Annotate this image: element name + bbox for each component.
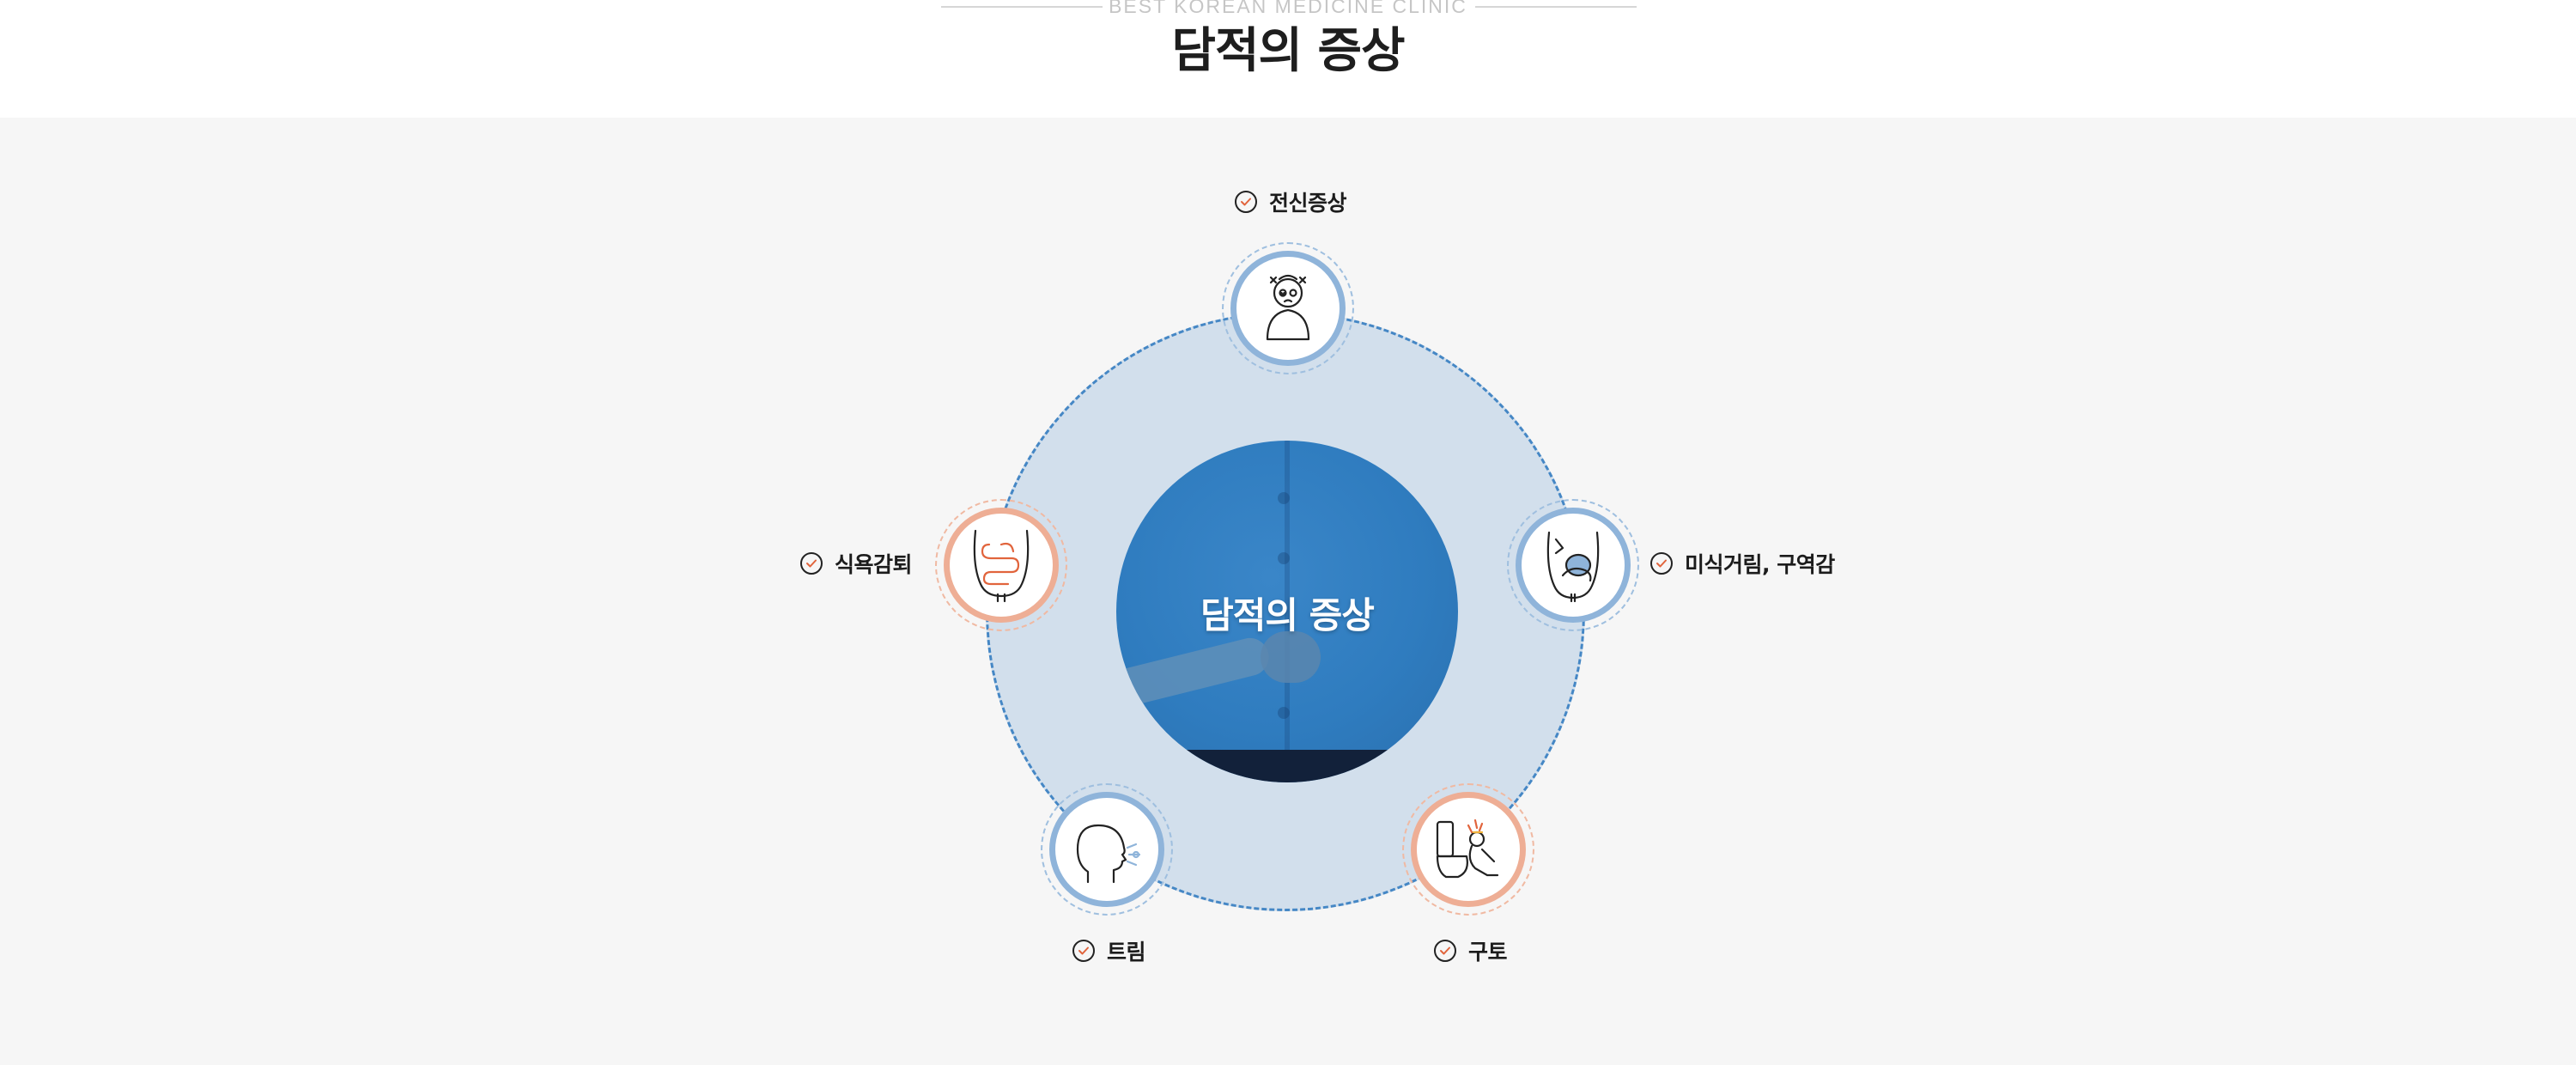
section-header: BEST KOREAN MEDICINE CLINIC 담적의 증상 bbox=[0, 0, 2576, 118]
check-icon bbox=[800, 552, 823, 575]
symptom-label-text: 구토 bbox=[1468, 940, 1508, 965]
symptom-node-burp bbox=[1041, 783, 1173, 916]
node-outer-ring bbox=[1507, 499, 1639, 631]
symptom-label-text: 식욕감퇴 bbox=[835, 552, 913, 577]
check-icon bbox=[1650, 552, 1673, 575]
hand-shape bbox=[1261, 631, 1321, 683]
pants-shape bbox=[1116, 750, 1458, 782]
node-outer-ring bbox=[1222, 242, 1354, 374]
stomach-pain-icon bbox=[1546, 531, 1600, 603]
node-outer-ring bbox=[1402, 783, 1534, 916]
intestine-icon bbox=[973, 529, 1030, 603]
check-icon bbox=[1072, 940, 1095, 962]
eyebrow-divider-right bbox=[1475, 6, 1637, 8]
check-icon bbox=[1434, 940, 1456, 962]
center-photo: 담적의 증상 bbox=[1116, 441, 1458, 782]
shirt-button bbox=[1278, 552, 1290, 564]
node-inner-circle bbox=[1411, 792, 1526, 907]
eyebrow-divider-left bbox=[941, 6, 1103, 8]
symptom-node-appetite bbox=[935, 499, 1067, 631]
check-icon bbox=[1235, 191, 1257, 213]
node-inner-circle bbox=[1049, 792, 1164, 907]
center-label: 담적의 증상 bbox=[1200, 594, 1375, 636]
arm-shape bbox=[1116, 634, 1273, 715]
shirt-button bbox=[1278, 707, 1290, 719]
symptom-label-nausea: 미식거림, 구역감 bbox=[1650, 549, 1835, 578]
symptom-node-general bbox=[1222, 242, 1354, 374]
symptom-label-burp: 트림 bbox=[1072, 936, 1146, 965]
node-outer-ring bbox=[1041, 783, 1173, 916]
symptom-label-appetite: 식욕감퇴 bbox=[800, 549, 913, 578]
shirt-button bbox=[1278, 492, 1290, 504]
burping-face-icon bbox=[1076, 824, 1141, 884]
node-inner-circle bbox=[1230, 251, 1346, 366]
symptom-node-vomit bbox=[1402, 783, 1534, 916]
page-title: 담적의 증상 bbox=[1171, 23, 1405, 79]
symptom-label-text: 전신증상 bbox=[1269, 191, 1347, 216]
eyebrow-row: BEST KOREAN MEDICINE CLINIC bbox=[0, 0, 2576, 17]
symptom-label-text: 트림 bbox=[1107, 940, 1146, 965]
symptom-node-nausea bbox=[1507, 499, 1639, 631]
node-inner-circle bbox=[944, 508, 1059, 623]
symptom-label-general: 전신증상 bbox=[1235, 187, 1347, 216]
node-outer-ring bbox=[935, 499, 1067, 631]
dizzy-person-icon bbox=[1266, 274, 1310, 341]
symptom-label-vomit: 구토 bbox=[1434, 936, 1508, 965]
symptom-label-text: 미식거림, 구역감 bbox=[1685, 552, 1835, 577]
shirt-seam bbox=[1285, 441, 1290, 782]
eyebrow-text: BEST KOREAN MEDICINE CLINIC bbox=[1109, 0, 1467, 17]
vomiting-toilet-icon bbox=[1436, 819, 1499, 879]
